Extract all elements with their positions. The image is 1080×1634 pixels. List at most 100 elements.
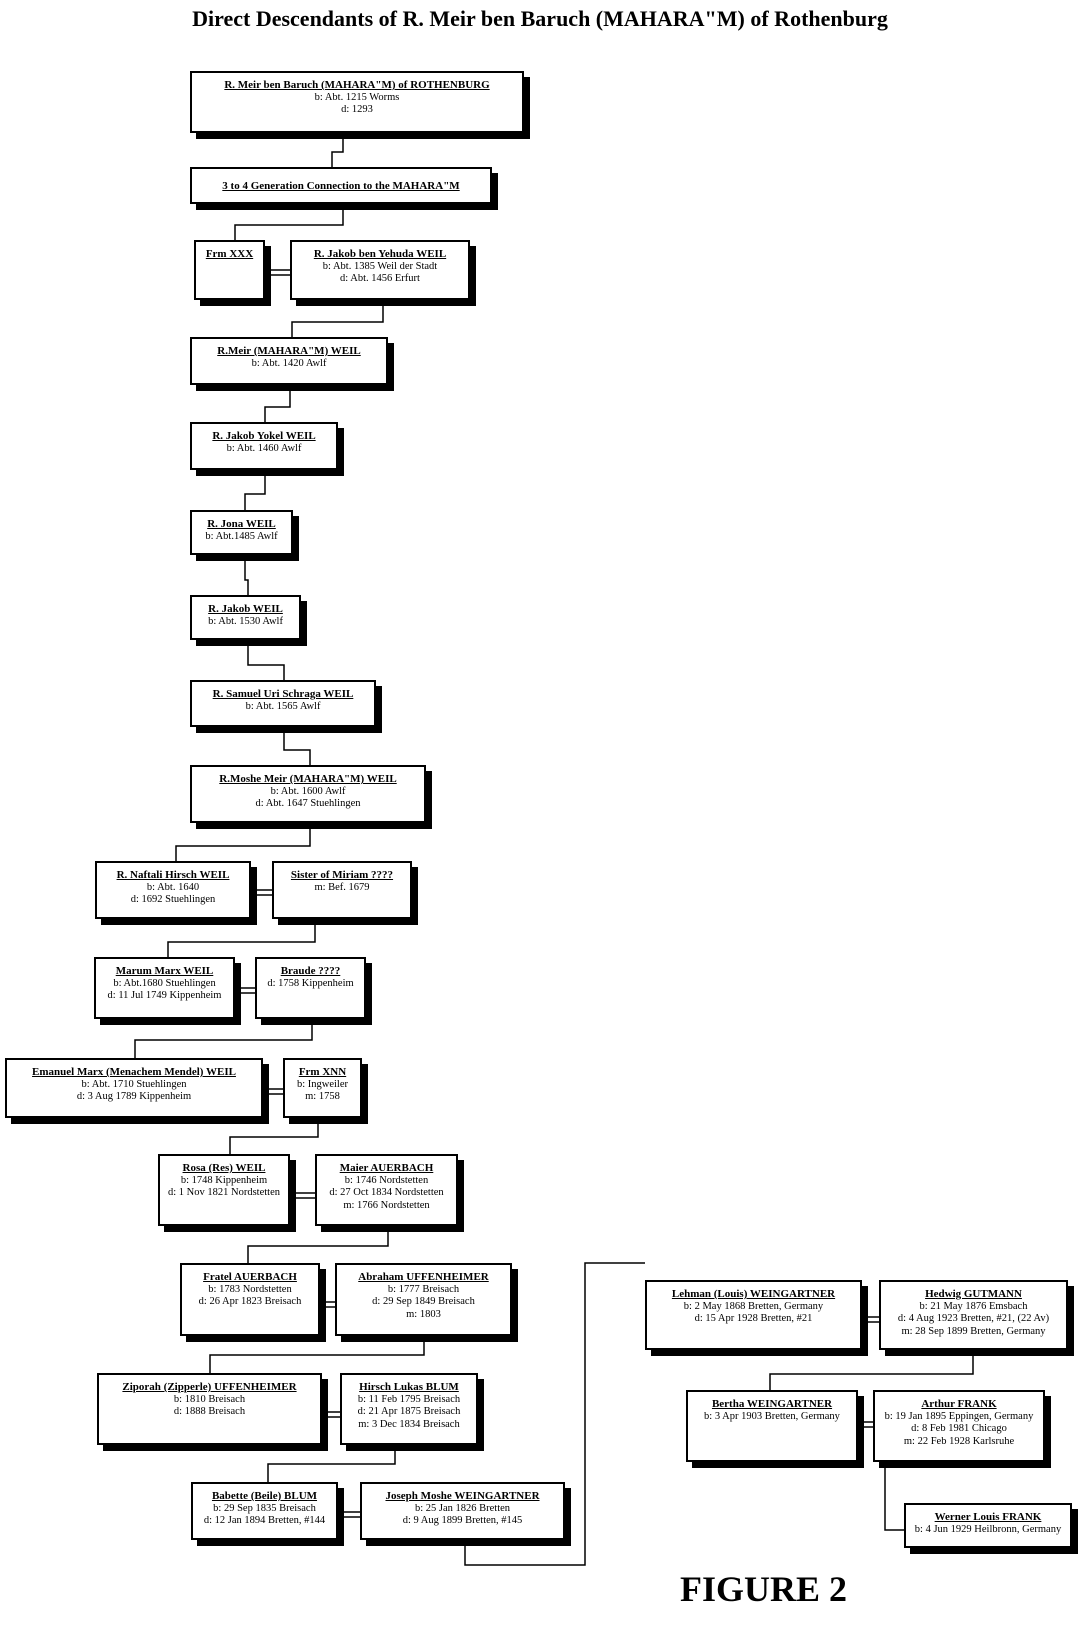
person-death: d: 4 Aug 1923 Bretten, #21, (22 Av): [897, 1313, 1050, 1324]
person-marriage: m: 1758: [305, 1091, 340, 1102]
person-death: d: 1 Nov 1821 Nordstetten: [168, 1187, 280, 1198]
person-box-sister-miriam: Sister of Miriam ???? m: Bef. 1679: [272, 861, 412, 919]
person-name: R. Jakob Yokel WEIL: [212, 430, 316, 442]
person-death: d: 27 Oct 1834 Nordstetten: [329, 1187, 444, 1198]
person-name: Lehman (Louis) WEINGARTNER: [671, 1288, 836, 1300]
person-box-marum: Marum Marx WEIL b: Abt.1680 Stuehlingen …: [94, 957, 235, 1019]
person-name: Babette (Beile) BLUM: [211, 1490, 318, 1502]
person-marriage: m: 1766 Nordstetten: [343, 1199, 430, 1211]
person-death: d: 15 Apr 1928 Bretten, #21: [694, 1313, 813, 1324]
person-box-naftali: R. Naftali Hirsch WEIL b: Abt. 1640 d: 1…: [95, 861, 251, 919]
person-name: R. Naftali Hirsch WEIL: [116, 869, 230, 881]
person-box-hirsch: Hirsch Lukas BLUM b: 11 Feb 1795 Breisac…: [340, 1373, 478, 1445]
person-name: R. Jakob WEIL: [208, 603, 283, 615]
person-name: Abraham UFFENHEIMER: [358, 1271, 489, 1283]
person-box-meir-weil: R.Meir (MAHARA"M) WEIL b: Abt. 1420 Awlf: [190, 337, 388, 385]
person-box-bertha: Bertha WEINGARTNER b: 3 Apr 1903 Bretten…: [686, 1390, 858, 1462]
person-box-frm-xnn: Frm XNN b: Ingweiler m: 1758: [283, 1058, 362, 1118]
person-name: 3 to 4 Generation Connection to the MAHA…: [222, 180, 460, 192]
chart-title: Direct Descendants of R. Meir ben Baruch…: [192, 6, 888, 31]
person-marriage: m: 28 Sep 1899 Bretten, Germany: [901, 1325, 1046, 1337]
person-death: d: 1692 Stuehlingen: [130, 894, 216, 905]
person-marriage: m: 1803: [406, 1308, 441, 1320]
figure-label: FIGURE 2: [680, 1569, 848, 1609]
person-box-emanuel: Emanuel Marx (Menachem Mendel) WEIL b: A…: [5, 1058, 263, 1118]
person-box-maier: Maier AUERBACH b: 1746 Nordstetten d: 27…: [315, 1154, 458, 1226]
person-name: Frm XXX: [205, 248, 254, 260]
person-birth: b: 3 Apr 1903 Bretten, Germany: [704, 1410, 840, 1422]
person-name: Rosa (Res) WEIL: [182, 1162, 266, 1174]
person-box-connection: 3 to 4 Generation Connection to the MAHA…: [190, 167, 492, 204]
person-name: Hedwig GUTMANN: [925, 1288, 1022, 1300]
person-death: d: 21 Apr 1875 Breisach: [357, 1406, 461, 1417]
person-death: d: 29 Sep 1849 Breisach: [372, 1296, 475, 1307]
person-box-abraham: Abraham UFFENHEIMER b: 1777 Breisach d: …: [335, 1263, 512, 1336]
person-box-fratel: Fratel AUERBACH b: 1783 Nordstetten d: 2…: [180, 1263, 320, 1336]
person-name: Sister of Miriam ????: [290, 869, 394, 881]
person-birth: b: 1783 Nordstetten: [208, 1283, 292, 1295]
person-box-joseph: Joseph Moshe WEINGARTNER b: 25 Jan 1826 …: [360, 1482, 565, 1540]
person-name: Arthur FRANK: [921, 1398, 997, 1410]
person-birth: b: 1810 Breisach: [173, 1393, 246, 1405]
person-box-babette: Babette (Beile) BLUM b: 29 Sep 1835 Brei…: [191, 1482, 338, 1540]
person-birth: b: Abt. 1600 Awlf: [270, 785, 346, 797]
person-name: Emanuel Marx (Menachem Mendel) WEIL: [32, 1066, 236, 1078]
person-name: Joseph Moshe WEINGARTNER: [385, 1490, 540, 1502]
person-name: Hirsch Lukas BLUM: [359, 1381, 459, 1393]
person-birth: b: Abt.1680 Stuehlingen: [113, 977, 216, 989]
person-name: Marum Marx WEIL: [115, 965, 214, 977]
person-marriage: m: 22 Feb 1928 Karlsruhe: [903, 1435, 1015, 1447]
person-birth: b: Abt. 1530 Awlf: [208, 615, 283, 627]
person-birth: b: Abt. 1420 Awlf: [251, 357, 327, 369]
person-birth: b: 29 Sep 1835 Breisach: [213, 1502, 316, 1514]
person-birth: b: 19 Jan 1895 Eppingen, Germany: [884, 1410, 1034, 1422]
person-box-jakob-ben-yehuda: R. Jakob ben Yehuda WEIL b: Abt. 1385 We…: [290, 240, 470, 300]
person-box-hedwig: Hedwig GUTMANN b: 21 May 1876 Emsbach d:…: [879, 1280, 1068, 1350]
person-death: d: Abt. 1647 Stuehlingen: [255, 798, 361, 809]
person-birth: b: Ingweiler: [296, 1078, 349, 1090]
person-box-meir-ben-baruch: R. Meir ben Baruch (MAHARA"M) of ROTHENB…: [190, 71, 524, 133]
person-birth: b: Abt. 1710 Stuehlingen: [81, 1078, 187, 1090]
person-birth: b: Abt. 1215 Worms: [314, 91, 400, 103]
person-death: d: 1758 Kippenheim: [267, 977, 354, 989]
person-birth: b: 1777 Breisach: [387, 1283, 460, 1295]
person-death: d: 12 Jan 1894 Bretten, #144: [203, 1515, 326, 1526]
person-birth: b: 2 May 1868 Bretten, Germany: [683, 1300, 824, 1312]
person-birth: b: 11 Feb 1795 Breisach: [357, 1393, 461, 1405]
person-box-arthur: Arthur FRANK b: 19 Jan 1895 Eppingen, Ge…: [873, 1390, 1045, 1462]
person-box-jona: R. Jona WEIL b: Abt.1485 Awlf: [190, 510, 293, 555]
person-box-werner: Werner Louis FRANK b: 4 Jun 1929 Heilbro…: [904, 1503, 1072, 1548]
person-marriage: m: Bef. 1679: [314, 881, 370, 893]
person-box-samuel: R. Samuel Uri Schraga WEIL b: Abt. 1565 …: [190, 680, 376, 727]
person-box-frm-xxx: Frm XXX: [194, 240, 265, 300]
person-box-jakob-weil: R. Jakob WEIL b: Abt. 1530 Awlf: [190, 595, 301, 640]
person-box-moshe-meir: R.Moshe Meir (MAHARA"M) WEIL b: Abt. 160…: [190, 765, 426, 823]
person-name: Braude ????: [280, 965, 341, 977]
person-birth: b: Abt. 1640: [146, 881, 200, 893]
person-birth: b: 1746 Nordstetten: [344, 1174, 429, 1186]
person-death: d: 1888 Breisach: [173, 1406, 246, 1417]
person-name: Maier AUERBACH: [339, 1162, 434, 1174]
person-death: d: 8 Feb 1981 Chicago: [911, 1423, 1007, 1434]
person-name: R. Samuel Uri Schraga WEIL: [212, 688, 354, 700]
person-birth: b: 1748 Kippenheim: [180, 1174, 268, 1186]
person-name: R. Jakob ben Yehuda WEIL: [313, 248, 447, 260]
person-marriage: m: 3 Dec 1834 Breisach: [358, 1418, 460, 1430]
person-birth: b: Abt.1485 Awlf: [205, 530, 278, 542]
person-birth: b: 4 Jun 1929 Heilbronn, Germany: [914, 1523, 1062, 1535]
person-name: R.Meir (MAHARA"M) WEIL: [217, 345, 361, 357]
person-birth: b: 25 Jan 1826 Bretten: [414, 1502, 511, 1514]
person-death: d: Abt. 1456 Erfurt: [340, 273, 420, 284]
person-name: Werner Louis FRANK: [934, 1511, 1042, 1523]
person-name: R. Meir ben Baruch (MAHARA"M) of ROTHENB…: [224, 79, 490, 91]
person-birth: b: 21 May 1876 Emsbach: [919, 1300, 1028, 1312]
person-death: d: 11 Jul 1749 Kippenheim: [107, 990, 222, 1001]
person-name: Bertha WEINGARTNER: [711, 1398, 833, 1410]
person-box-rosa: Rosa (Res) WEIL b: 1748 Kippenheim d: 1 …: [158, 1154, 290, 1226]
person-name: R.Moshe Meir (MAHARA"M) WEIL: [219, 773, 397, 785]
person-death: d: 1293: [341, 104, 373, 115]
person-birth: b: Abt. 1460 Awlf: [226, 442, 302, 454]
person-box-jakob-yokel: R. Jakob Yokel WEIL b: Abt. 1460 Awlf: [190, 422, 338, 470]
person-name: Fratel AUERBACH: [203, 1271, 297, 1283]
